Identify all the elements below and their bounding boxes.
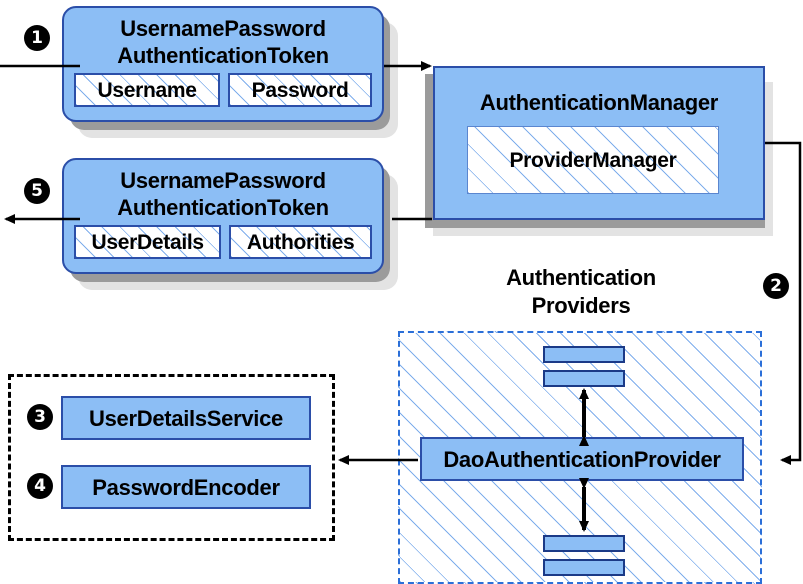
request-token-slot-username: Username <box>74 73 221 107</box>
step-badge-5: 5 <box>24 178 50 204</box>
request-token-slots: Username Password <box>64 69 382 107</box>
step-badge-3: 3 <box>27 404 53 430</box>
request-token-slot-password: Password <box>228 73 372 107</box>
provider-bar-bottom-2[interactable] <box>543 559 625 576</box>
response-token-slots: UserDetails Authorities <box>64 221 382 259</box>
request-token-title: UsernamePassword AuthenticationToken <box>64 8 382 69</box>
provider-bar-top-1[interactable] <box>543 346 625 363</box>
providers-region-label-line2: Providers <box>531 293 631 318</box>
step-badge-2: 2 <box>763 273 789 299</box>
response-token-slot-authorities: Authorities <box>229 225 372 259</box>
response-token-title: UsernamePassword AuthenticationToken <box>64 160 382 221</box>
providers-region-label: Authentication Providers <box>470 264 692 320</box>
provider-bar-bottom-1[interactable] <box>543 535 625 552</box>
response-token-title-line1: UsernamePassword <box>120 168 326 193</box>
connector-manager-to-provider <box>765 141 802 465</box>
provider-manager-box[interactable]: ProviderManager <box>467 126 719 194</box>
response-token-title-line2: AuthenticationToken <box>117 195 329 220</box>
user-details-service-box[interactable]: UserDetailsService <box>61 396 311 440</box>
provider-bar-top-2[interactable] <box>543 370 625 387</box>
password-encoder-box[interactable]: PasswordEncoder <box>61 465 311 509</box>
authentication-manager-box[interactable]: AuthenticationManager ProviderManager <box>433 66 765 220</box>
request-token-title-line2: AuthenticationToken <box>117 43 329 68</box>
request-token-card[interactable]: UsernamePassword AuthenticationToken Use… <box>62 6 384 122</box>
step-badge-1: 1 <box>24 25 50 51</box>
request-token-title-line1: UsernamePassword <box>120 16 326 41</box>
response-token-slot-userdetails: UserDetails <box>74 225 222 259</box>
authentication-manager-title: AuthenticationManager <box>479 90 719 115</box>
response-token-card[interactable]: UsernamePassword AuthenticationToken Use… <box>62 158 384 274</box>
step-badge-4: 4 <box>27 473 53 499</box>
providers-region-label-line1: Authentication <box>506 265 656 290</box>
